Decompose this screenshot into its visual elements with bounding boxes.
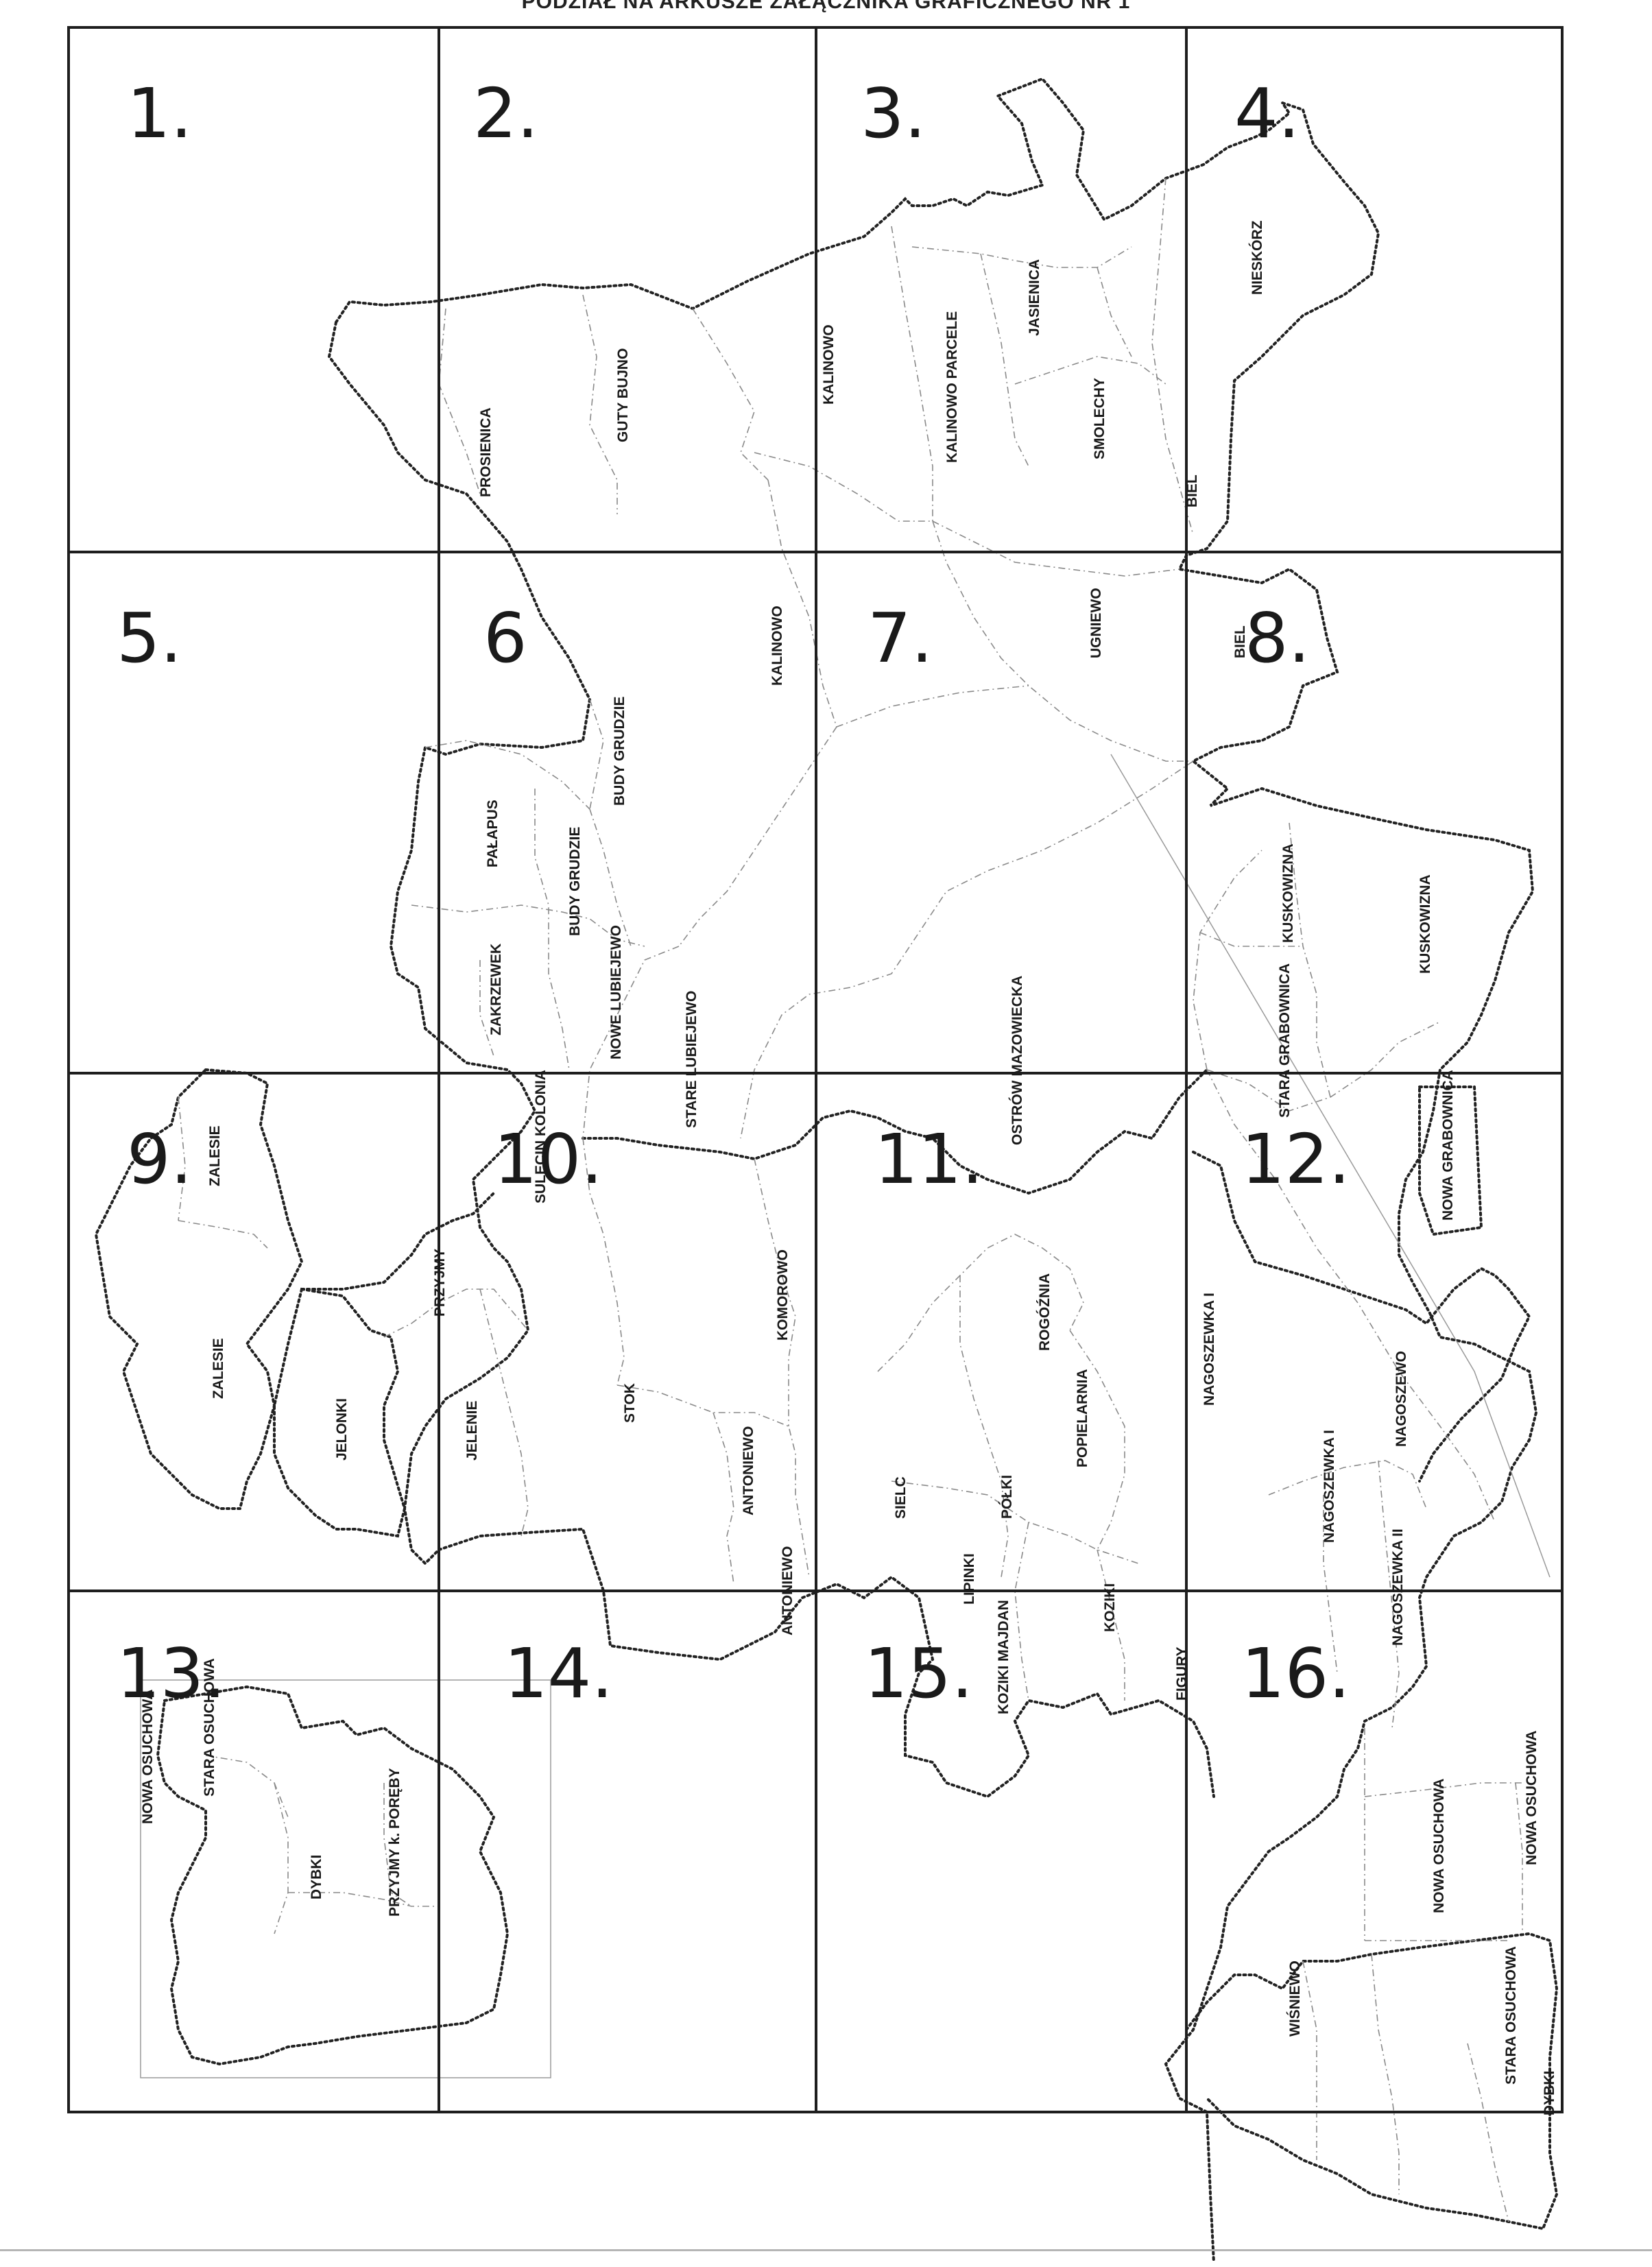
village-label: BUDY GRUDZIE	[567, 827, 583, 936]
village-label: PAŁAPUS	[485, 800, 501, 867]
village-label: FIGURY	[1174, 1646, 1190, 1701]
zalesie-boundary	[94, 1068, 304, 1510]
village-label: ZALESIE	[207, 1125, 223, 1186]
boundary-north-10-11	[582, 1068, 1208, 1195]
village-label: STARA GRABOWNICA	[1277, 963, 1293, 1118]
sheet-number-1: 1.	[127, 73, 192, 154]
village-label: ZAKRZEWEK	[488, 944, 504, 1035]
sheet-number-8: 8.	[1245, 598, 1310, 678]
village-label: BIEL	[1184, 475, 1200, 507]
village-label: JELONKI	[334, 1398, 350, 1461]
nowa-grabownica-boundary	[1418, 1085, 1483, 1236]
village-label: NOWE LUBIEJEWO	[608, 925, 624, 1059]
sheet-number-11: 11.	[874, 1119, 983, 1199]
osuchowa-boundary	[1185, 1932, 1559, 2231]
village-label: KALINOWO	[821, 324, 837, 405]
village-label: STARA OSUCHOWA	[202, 1658, 217, 1797]
village-label: ANTONIEWO	[780, 1546, 795, 1635]
sheet-number-2: 2.	[473, 73, 538, 154]
sheet-number-7: 7.	[867, 598, 933, 678]
village-label: ROGÓŹNIA	[1036, 1273, 1053, 1351]
village-label: SULĘCIN KOLONIA	[533, 1070, 549, 1203]
village-label: SMOLECHY	[1092, 378, 1108, 459]
sheet-number-4: 4.	[1234, 73, 1300, 154]
village-label: JELENIE	[464, 1400, 480, 1461]
village-label: KUSKOWIZNA	[1417, 874, 1433, 974]
sheet-number-9: 9.	[127, 1119, 192, 1199]
map-title: PODZIAŁ NA ARKUSZE ZAŁĄCZNIKA GRAFICZNEG…	[521, 0, 1131, 13]
diagonal-line	[1110, 754, 1551, 1578]
village-label: KOZIKI	[1102, 1583, 1118, 1632]
village-label: NAGOSZEWKA I	[1321, 1430, 1337, 1543]
village-label: KOZIKI MAJDAN	[996, 1600, 1011, 1714]
village-label: STARE LUBIEJEWO	[684, 991, 699, 1128]
municipality-boundary-south	[438, 1527, 1215, 1799]
sheet-number-12: 12.	[1241, 1119, 1350, 1199]
village-label: JASIENICA	[1027, 259, 1042, 336]
village-label: NAGOSZEWO	[1393, 1351, 1409, 1447]
village-label: PROSIENICA	[478, 407, 494, 497]
village-label: NIESKÓRZ	[1249, 220, 1265, 295]
village-label: ZALESIE	[211, 1338, 226, 1399]
village-label: POPIELARNIA	[1075, 1369, 1090, 1467]
village-label: NOWA OSUCHOWA	[140, 1690, 156, 1824]
village-label: NOWA OSUCHOWA	[1524, 1731, 1540, 1865]
village-label: NOWA GRABOWNICA	[1440, 1070, 1456, 1221]
village-label: STOK	[622, 1383, 638, 1423]
village-label: PRZYJMY k. PORĘBY	[387, 1768, 403, 1917]
village-label: BIEL	[1232, 625, 1248, 658]
village-label: KOMOROWO	[775, 1249, 791, 1341]
village-label: BUDY GRUDZIE	[612, 697, 627, 806]
dybki-boundary	[156, 1685, 510, 2066]
village-label: PRZYJMY	[432, 1249, 448, 1317]
przyjmy-boundary	[300, 1192, 495, 1291]
sheet-number-3: 3.	[861, 73, 926, 154]
village-label: GUTY BUJNO	[615, 348, 631, 442]
village-label: PÓŁKI	[998, 1475, 1015, 1519]
sheet-number-10: 10.	[494, 1119, 603, 1199]
page-fold-line	[0, 2249, 1652, 2251]
boundary-east-spur	[1192, 1151, 1531, 1483]
sheet-grid	[67, 26, 1564, 2113]
village-label: OSTRÓW MAZOWIECKA	[1009, 976, 1025, 1145]
village-label: ANTONIEWO	[741, 1426, 756, 1515]
municipality-boundary	[335, 77, 1538, 2264]
village-label: UGNIEWO	[1088, 588, 1104, 658]
sheet-numbers: 1. 2. 3. 4. 5. 6 7. 8. 9. 10. 11. 12. 13…	[117, 73, 1350, 1714]
sheet-number-13: 13.	[117, 1633, 226, 1714]
village-label: SIELC	[893, 1476, 909, 1519]
municipality-boundary-west	[327, 321, 592, 1566]
sheet-number-6: 6	[483, 598, 527, 678]
village-label: KALINOWO PARCELE	[944, 311, 960, 463]
village-label: NAGOSZEWKA II	[1390, 1528, 1406, 1646]
village-label: LIPINKI	[961, 1553, 977, 1605]
village-label: DYBKI	[309, 1855, 324, 1899]
sheet-13-frame	[140, 1679, 551, 2078]
sheet-number-5: 5.	[117, 598, 182, 678]
village-label: DYBKI	[1542, 2071, 1557, 2115]
village-boundaries	[178, 178, 1523, 2222]
sheet-number-14: 14.	[504, 1633, 613, 1714]
sheet-number-16: 16.	[1241, 1633, 1350, 1714]
village-label: KUSKOWIZNA	[1280, 843, 1296, 943]
village-label: WIŚNIEWO	[1286, 1960, 1303, 2037]
jelonki-boundary	[273, 1287, 407, 1538]
village-labels: PROSIENICA GUTY BUJNO KALINOWO KALINOWO …	[140, 220, 1557, 2115]
sheet-number-15: 15.	[864, 1633, 973, 1714]
village-label: STARA OSUCHOWA	[1503, 1946, 1519, 2085]
village-label: NAGOSZEWKA I	[1201, 1293, 1217, 1406]
village-label: KALINOWO	[769, 605, 785, 686]
village-label: NOWA OSUCHOWA	[1431, 1779, 1447, 1913]
